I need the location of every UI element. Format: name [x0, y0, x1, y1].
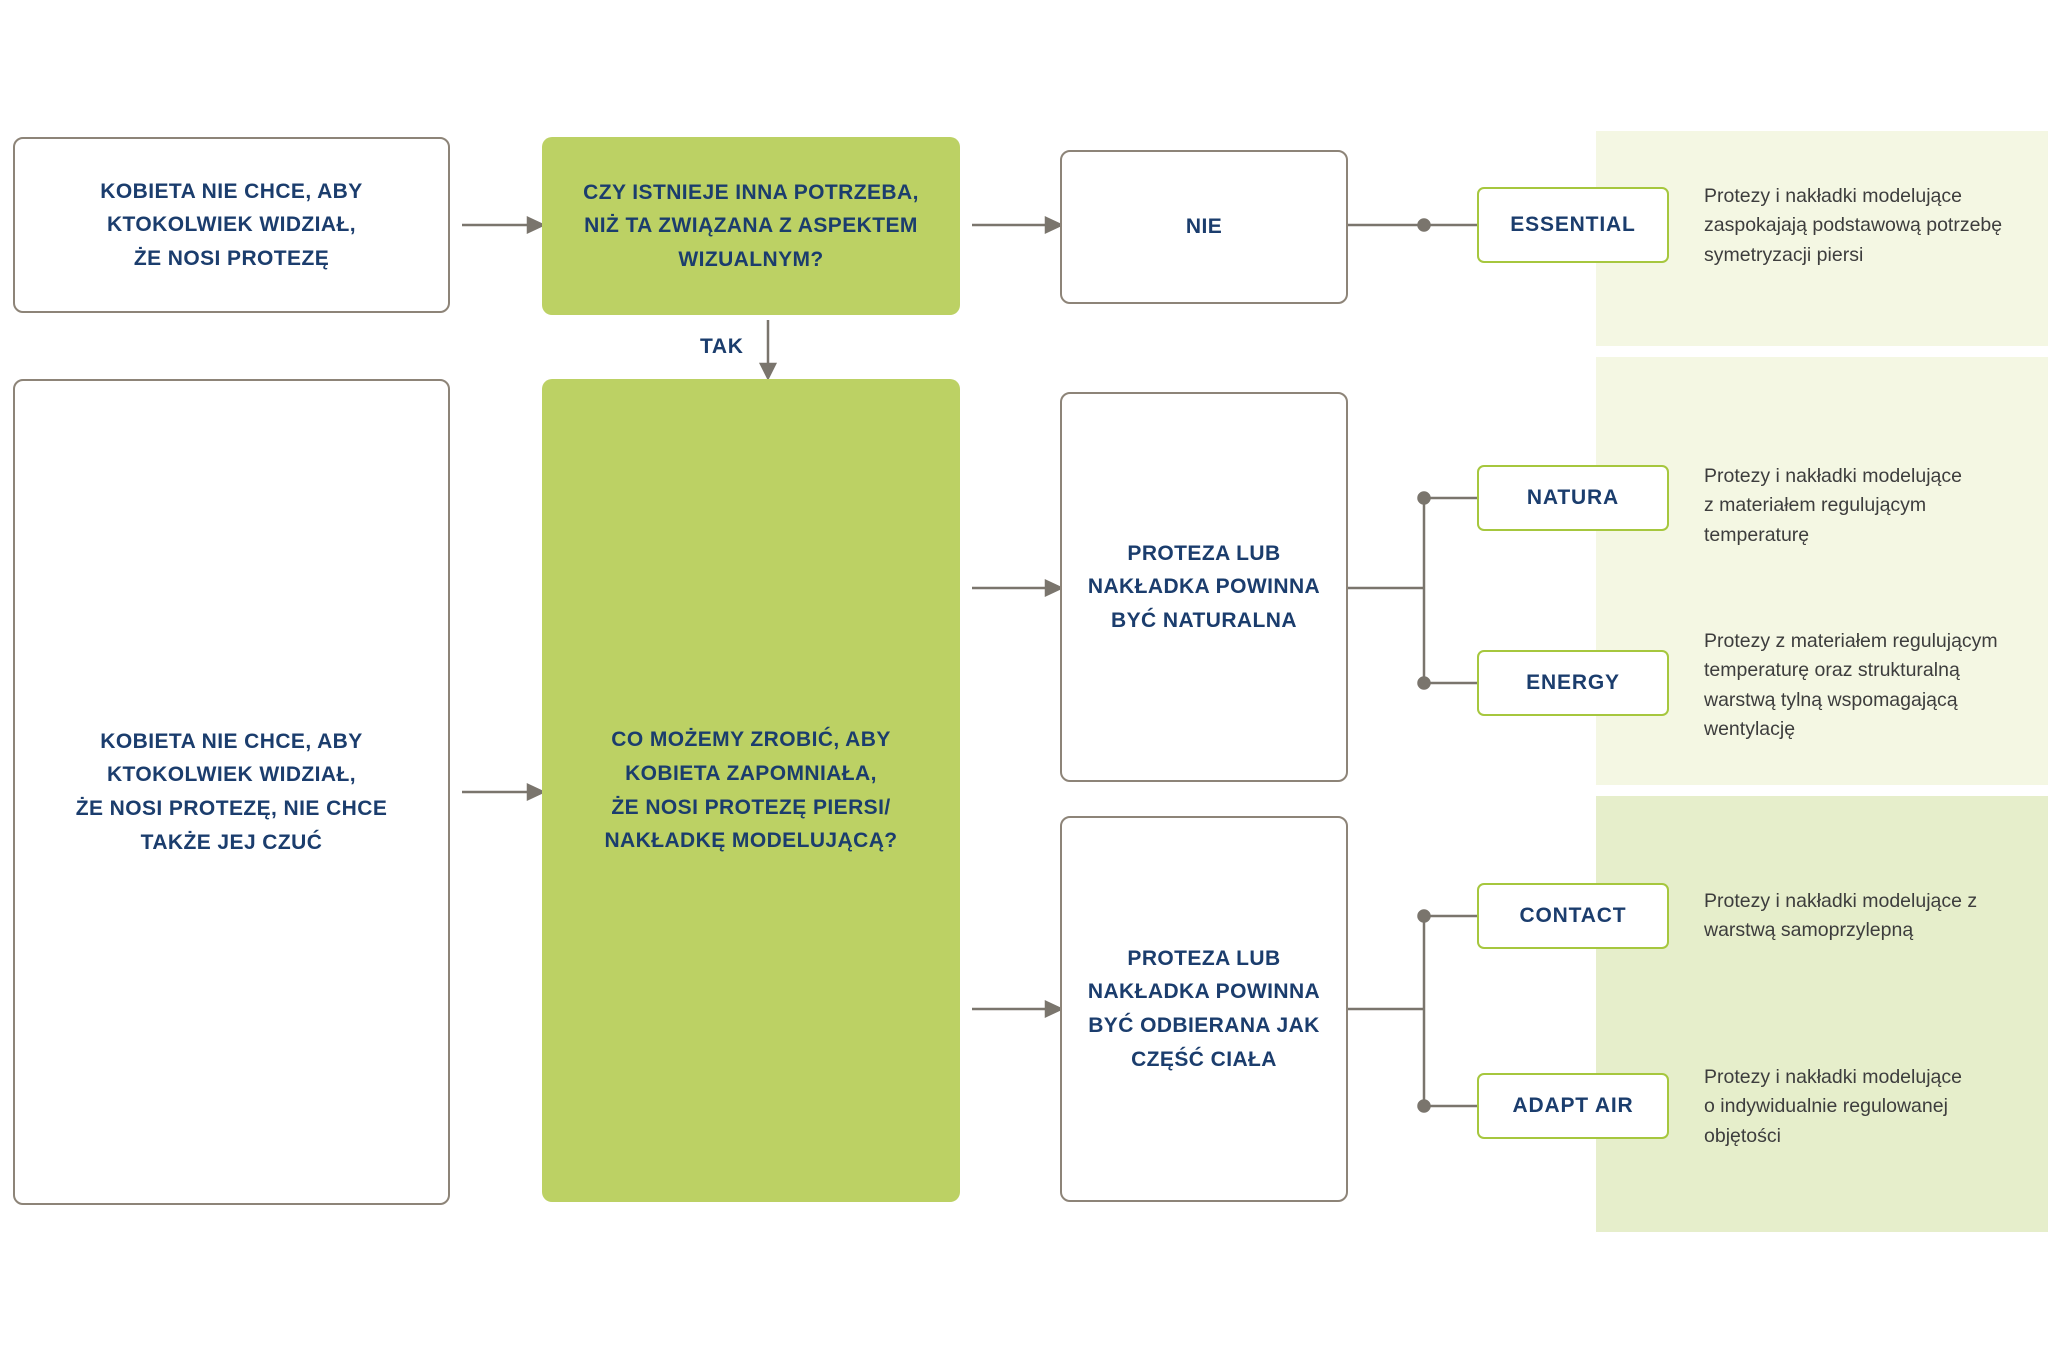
- product-label-adapt-air: ADAPT AIR: [1477, 1073, 1669, 1139]
- box-woman-hide-and-not-feel: KOBIETA NIE CHCE, ABY KTOKOLWIEK WIDZIAŁ…: [13, 379, 450, 1205]
- product-label-energy: ENERGY: [1477, 650, 1669, 716]
- question-forget-prosthesis: CO MOŻEMY ZROBIĆ, ABY KOBIETA ZAPOMNIAŁA…: [542, 379, 960, 1202]
- product-label-contact: CONTACT: [1477, 883, 1669, 949]
- product-desc-essential: Protezy i nakładki modelujące zaspokajaj…: [1704, 185, 2003, 266]
- product-desc-natura: Protezy i nakładki modelujące z materiał…: [1704, 465, 1962, 546]
- product-desc-adapt-air: Protezy i nakładki modelujące o indywidu…: [1704, 1066, 1962, 1147]
- highlight-panel-natural: [1596, 357, 2048, 785]
- result-body-part-box: PROTEZA LUB NAKŁADKA POWINNA BYĆ ODBIERA…: [1060, 816, 1348, 1202]
- box-woman-hide-prosthesis: KOBIETA NIE CHCE, ABY KTOKOLWIEK WIDZIAŁ…: [13, 137, 450, 313]
- result-natural-box: PROTEZA LUB NAKŁADKA POWINNA BYĆ NATURAL…: [1060, 392, 1348, 782]
- product-desc-energy: Protezy z materiałem regulującym tempera…: [1704, 630, 1998, 740]
- answer-no-box: NIE: [1060, 150, 1348, 304]
- answer-yes-label: TAK: [700, 335, 744, 358]
- highlight-panel-body: [1596, 796, 2048, 1232]
- product-desc-contact: Protezy i nakładki modelujące z warstwą …: [1704, 890, 1978, 942]
- highlight-panel-essential: [1596, 131, 2048, 346]
- product-label-natura: NATURA: [1477, 465, 1669, 531]
- question-other-need: CZY ISTNIEJE INNA POTRZEBA, NIŻ TA ZWIĄZ…: [542, 137, 960, 315]
- product-label-essential: ESSENTIAL: [1477, 187, 1669, 263]
